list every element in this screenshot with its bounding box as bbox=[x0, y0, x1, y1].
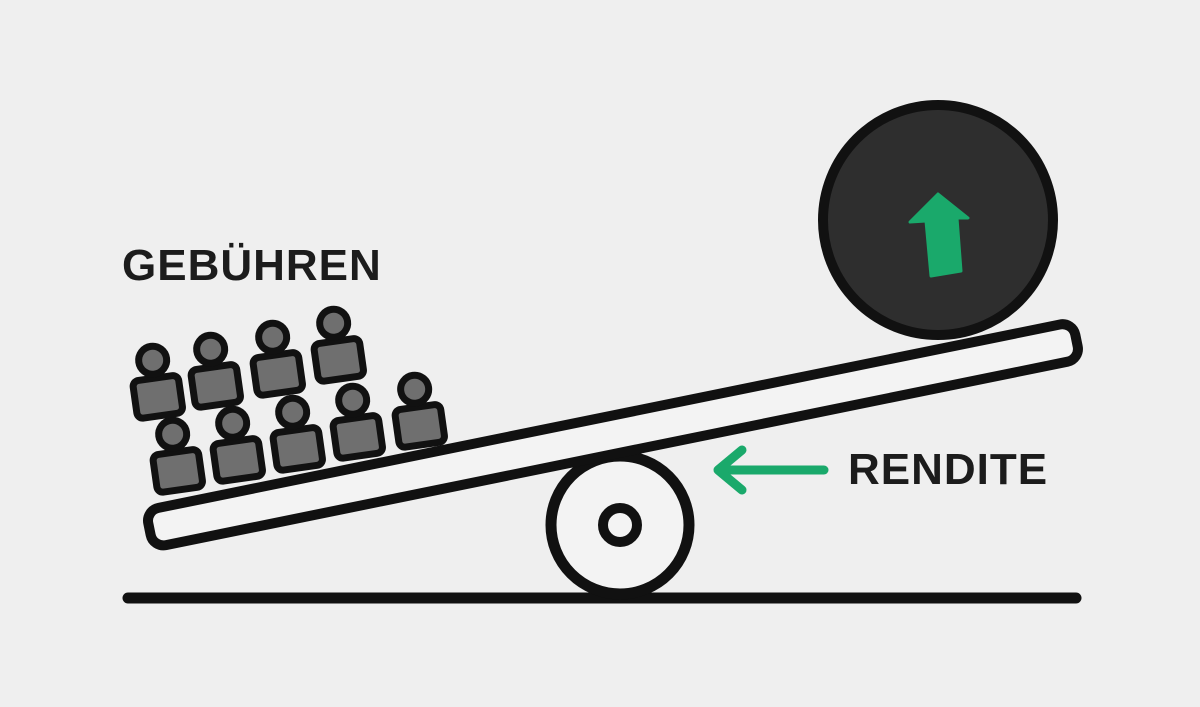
fulcrum-wheel bbox=[545, 450, 695, 600]
fees-label: GEBÜHREN bbox=[122, 241, 382, 290]
person-icon bbox=[209, 405, 266, 485]
fulcrum-hub bbox=[598, 503, 642, 547]
person-icon bbox=[129, 342, 186, 422]
person-icon bbox=[391, 371, 448, 451]
fee-figures bbox=[129, 305, 448, 496]
person-icon bbox=[187, 331, 244, 411]
person-icon bbox=[329, 382, 386, 462]
person-icon bbox=[249, 319, 306, 399]
arrow-left-icon bbox=[713, 445, 829, 495]
person-icon bbox=[269, 394, 326, 474]
seesaw-plank bbox=[143, 319, 1083, 551]
arrow-up-icon bbox=[908, 192, 970, 278]
person-icon bbox=[310, 305, 367, 385]
person-icon bbox=[149, 416, 206, 496]
return-label: RENDITE bbox=[848, 445, 1049, 494]
return-ball bbox=[818, 100, 1058, 340]
